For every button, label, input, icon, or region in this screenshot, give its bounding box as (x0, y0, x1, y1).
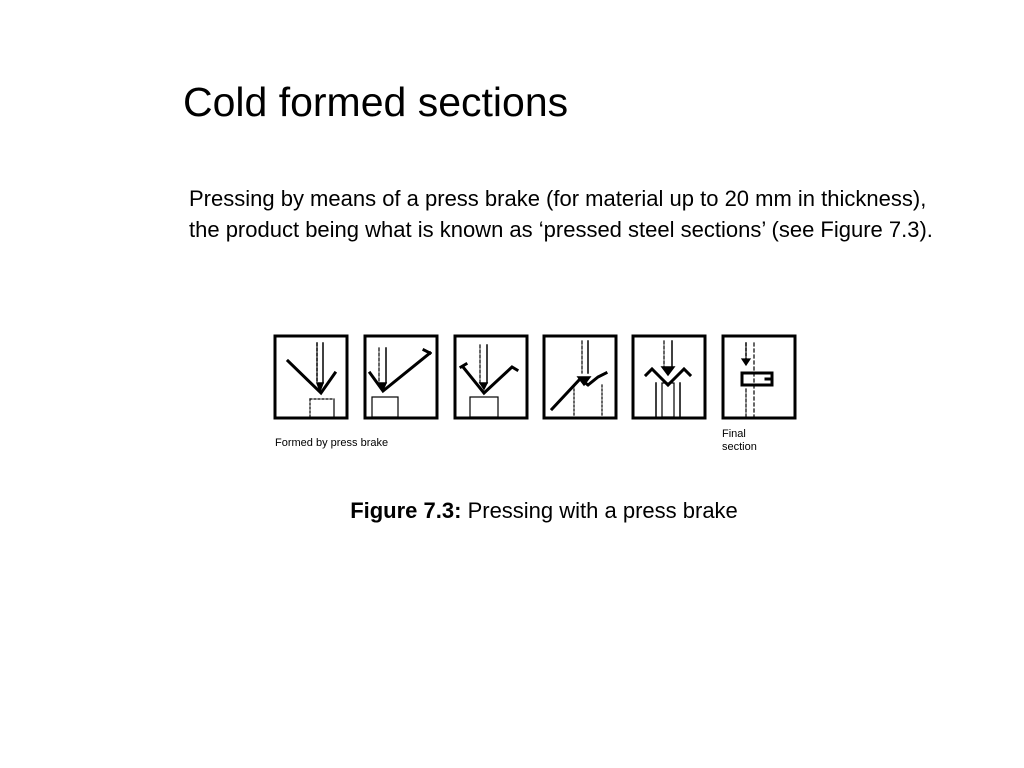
press-brake-stage-3-panel (453, 334, 529, 420)
press-brake-stage-5-panel (631, 334, 707, 420)
final-section-label-line2: section (722, 441, 757, 453)
press-brake-stage-4-panel (542, 334, 618, 420)
final-section-label-line1: Final (722, 428, 746, 440)
press-brake-figure: Formed by press brake Final section (272, 333, 802, 463)
figure-caption-text: Pressing with a press brake (467, 498, 738, 523)
formed-by-press-brake-label: Formed by press brake (275, 437, 389, 449)
slide-title: Cold formed sections (183, 79, 569, 125)
press-brake-stage-2-panel (363, 334, 439, 420)
final-section-label: Final section (722, 428, 757, 454)
final-section-panel (721, 334, 797, 420)
press-brake-stage-1-panel (273, 334, 349, 420)
figure-caption: Figure 7.3: Pressing with a press brake (0, 498, 1024, 524)
press-brake-diagram (273, 334, 797, 420)
figure-caption-label: Figure 7.3: (350, 498, 462, 523)
body-paragraph: Pressing by means of a press brake (for … (189, 186, 933, 242)
